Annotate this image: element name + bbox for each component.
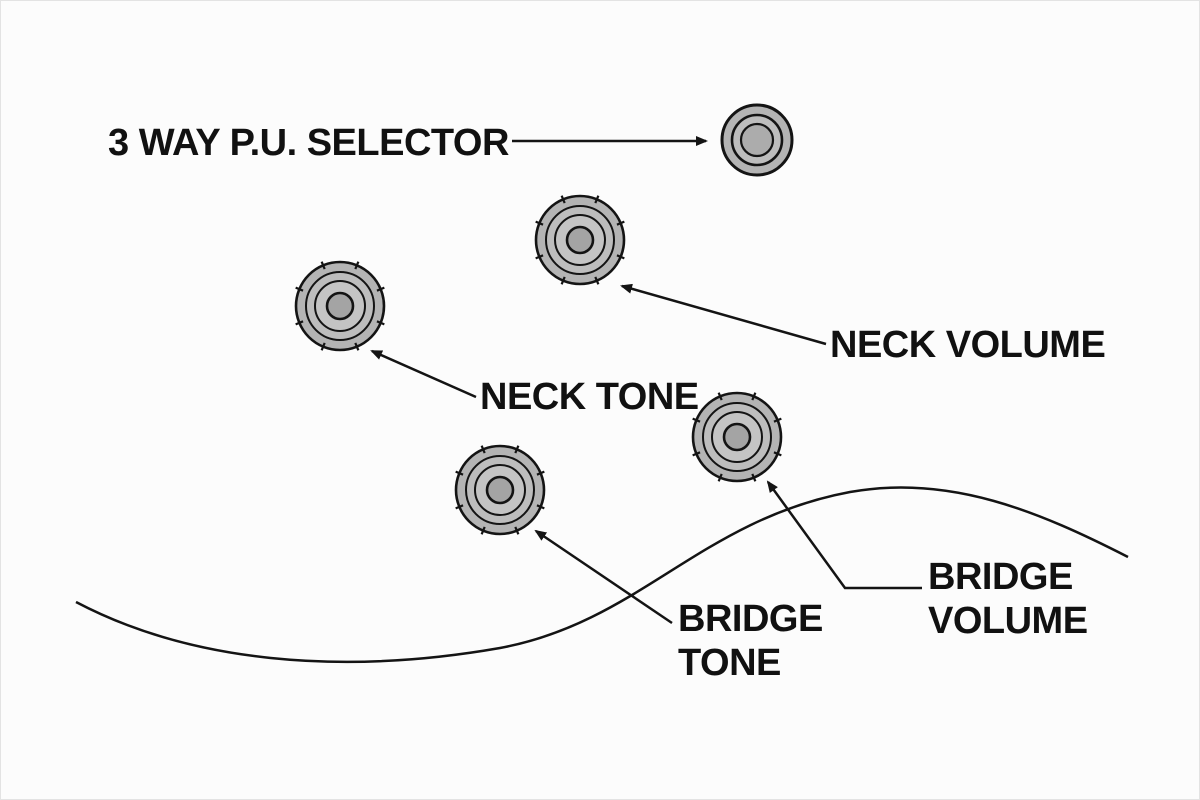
bridge-volume-knob (691, 391, 783, 483)
bridge-volume-label-line1: BRIDGE (928, 556, 1073, 598)
bridge-tone-arrow (534, 529, 673, 625)
neck-volume-knob (534, 194, 626, 286)
neck-tone-arrow (370, 349, 477, 399)
bridge-tone-label: BRIDGE TONE (678, 598, 823, 684)
neck-tone-knob (294, 260, 386, 352)
selector-label: 3 WAY P.U. SELECTOR (108, 122, 509, 164)
bridge-volume-label: BRIDGE VOLUME (928, 556, 1088, 642)
bridge-volume-label-line2: VOLUME (928, 600, 1088, 642)
bridge-tone-knob (454, 444, 546, 536)
bridge-tone-label-line1: BRIDGE (678, 598, 823, 640)
bridge-tone-label-line2: TONE (678, 642, 781, 684)
bridge-volume-arrow (766, 480, 922, 590)
guitar-body-edge-curve (75, 486, 1129, 664)
neck-volume-label: NECK VOLUME (830, 324, 1105, 366)
neck-volume-arrow (620, 283, 827, 346)
pickup-selector-knob (720, 103, 794, 177)
neck-tone-label: NECK TONE (480, 376, 699, 418)
